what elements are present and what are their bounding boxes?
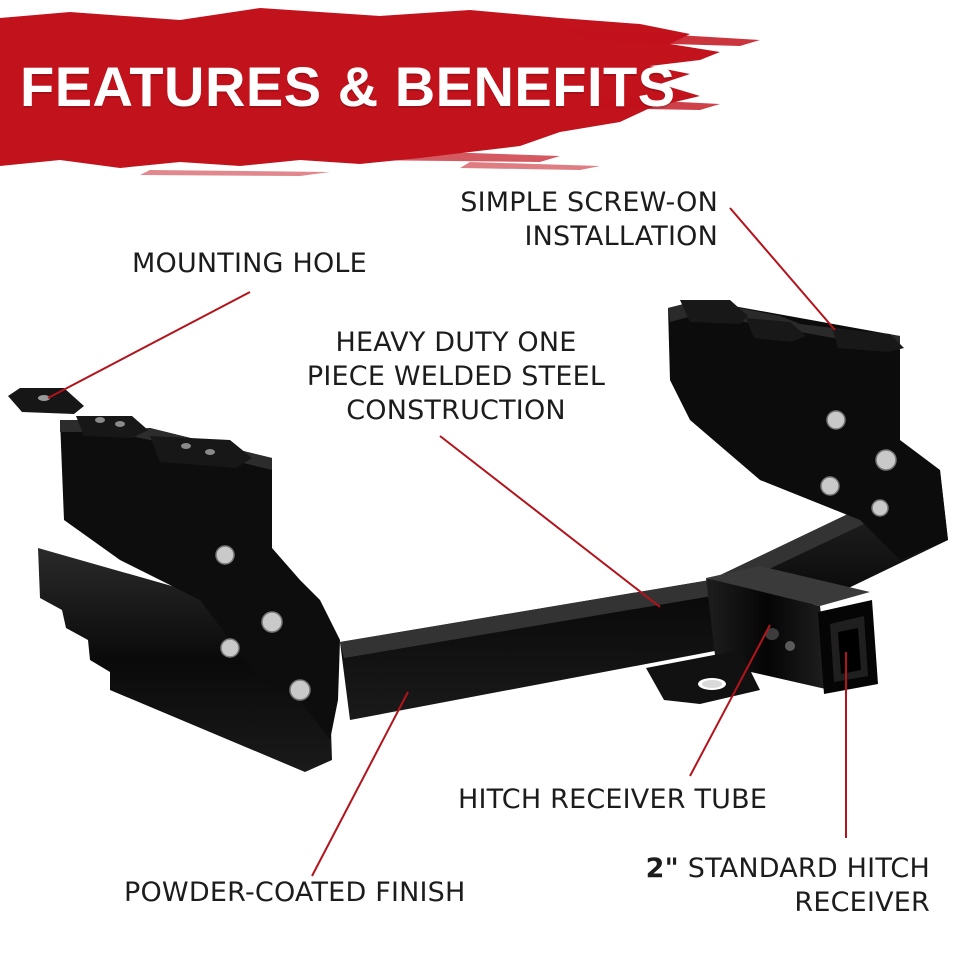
callout-heavy-line2: PIECE WELDED STEEL [306, 361, 606, 392]
leader-heavy-duty [439, 435, 661, 608]
safety-chain-plate [646, 650, 760, 704]
callout-heavy-line3: CONSTRUCTION [346, 395, 566, 426]
left-bolts [215, 545, 311, 701]
callout-heavy-duty-construction: HEAVY DUTY ONE PIECE WELDED STEEL CONSTR… [296, 326, 616, 428]
callout-receiver-tube-text: HITCH RECEIVER TUBE [458, 784, 768, 815]
leader-receiver-tube [689, 624, 771, 777]
callout-powder-coated-text: POWDER-COATED FINISH [124, 877, 466, 908]
callout-standard-line1: 2" STANDARD HITCH [646, 852, 930, 886]
callout-standard-line2: RECEIVER [794, 887, 930, 918]
callout-screw-on-installation: SIMPLE SCREW-ON INSTALLATION [460, 186, 718, 254]
callout-standard-size: 2" [645, 853, 679, 884]
callout-mounting-hole-text: MOUNTING HOLE [132, 248, 367, 279]
callout-mounting-hole: MOUNTING HOLE [132, 247, 367, 281]
callout-powder-coated-finish: POWDER-COATED FINISH [124, 876, 466, 910]
right-bracket-plate [668, 300, 948, 560]
callout-heavy-line1: HEAVY DUTY ONE [335, 327, 577, 358]
leader-mounting-hole [47, 291, 251, 399]
banner-title: FEATURES & BENEFITS [20, 55, 676, 118]
leader-screw-on [729, 207, 836, 331]
callout-screw-on-line2: INSTALLATION [524, 221, 718, 252]
callout-standard-line1-text: STANDARD HITCH [687, 853, 930, 884]
right-bolts [820, 410, 897, 517]
callout-hitch-receiver-tube: HITCH RECEIVER TUBE [458, 783, 767, 817]
brush-stroke [0, 8, 760, 176]
left-bottom-flange [38, 548, 332, 772]
leader-powder-coated [311, 691, 409, 877]
mounting-hole [38, 395, 50, 401]
right-top-tabs [680, 300, 748, 324]
left-bracket-plate [60, 420, 340, 740]
callout-screw-on-line1: SIMPLE SCREW-ON [460, 187, 718, 218]
left-mounting-tab [8, 388, 84, 414]
callout-standard-hitch-receiver: 2" STANDARD HITCH RECEIVER [646, 852, 930, 920]
leader-lines [47, 207, 847, 877]
